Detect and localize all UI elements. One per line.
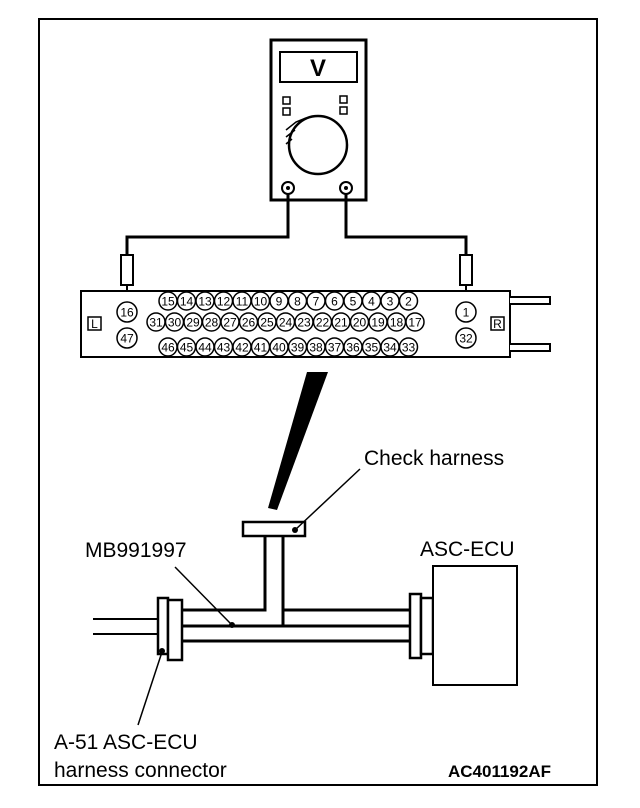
pin-5: 5 bbox=[350, 294, 357, 308]
pin-32: 32 bbox=[459, 332, 473, 346]
pin-29: 29 bbox=[186, 315, 200, 329]
pin-23: 23 bbox=[297, 315, 311, 329]
pin-8: 8 bbox=[294, 294, 301, 308]
pin-14: 14 bbox=[180, 294, 194, 308]
pin-33-circle bbox=[398, 337, 419, 357]
pin-19: 19 bbox=[371, 315, 385, 329]
pin-1: 1 bbox=[463, 306, 470, 320]
pin-15: 15 bbox=[161, 294, 175, 308]
pin-20: 20 bbox=[353, 315, 367, 329]
meter-symbol: V bbox=[310, 55, 326, 82]
check-harness-label: Check harness bbox=[364, 447, 504, 470]
check-harness-leader bbox=[294, 468, 361, 531]
pin-13: 13 bbox=[198, 294, 212, 308]
pin-39: 39 bbox=[291, 340, 305, 354]
pin-6: 6 bbox=[331, 294, 338, 308]
pin-40: 40 bbox=[272, 340, 286, 354]
pin-17: 17 bbox=[408, 315, 422, 329]
pin-42: 42 bbox=[235, 340, 249, 354]
check-harness-tee bbox=[182, 520, 307, 626]
pin-33: 33 bbox=[402, 340, 416, 354]
a51-harness-connector bbox=[93, 596, 184, 662]
pin-38: 38 bbox=[309, 340, 323, 354]
figure-code: AC401192AF bbox=[448, 762, 551, 781]
pin-2-circle bbox=[398, 291, 419, 311]
leader-lines bbox=[137, 468, 361, 726]
pin-4: 4 bbox=[368, 294, 375, 308]
pin-35: 35 bbox=[365, 340, 379, 354]
pin-47: 47 bbox=[120, 332, 134, 346]
pin-26: 26 bbox=[242, 315, 256, 329]
pin-45: 45 bbox=[180, 340, 194, 354]
test-leads bbox=[125, 194, 468, 255]
pin-34: 34 bbox=[383, 340, 397, 354]
zoom-callout bbox=[268, 372, 328, 510]
tool-label: MB991997 bbox=[85, 539, 187, 562]
pin-30: 30 bbox=[168, 315, 182, 329]
pin-24: 24 bbox=[279, 315, 293, 329]
pin-41: 41 bbox=[254, 340, 268, 354]
connector-left-tag: L bbox=[91, 317, 98, 331]
ecu-label: ASC-ECU bbox=[420, 538, 515, 561]
pin-37: 37 bbox=[328, 340, 342, 354]
pin-43: 43 bbox=[217, 340, 231, 354]
asc-ecu-unit bbox=[408, 565, 518, 686]
pin-44: 44 bbox=[198, 340, 212, 354]
pin-2: 2 bbox=[405, 294, 412, 308]
pin-22: 22 bbox=[316, 315, 330, 329]
pin-28: 28 bbox=[205, 315, 219, 329]
pin-9: 9 bbox=[276, 294, 283, 308]
pin-31: 31 bbox=[149, 315, 163, 329]
pin-7: 7 bbox=[313, 294, 320, 308]
pin-32-circle bbox=[455, 327, 477, 349]
meter-dial bbox=[287, 114, 349, 176]
connector-leader bbox=[137, 651, 163, 726]
pin-27: 27 bbox=[223, 315, 237, 329]
pin-21: 21 bbox=[334, 315, 348, 329]
mb991997-harness bbox=[182, 608, 410, 643]
connector-label-line2: harness connector bbox=[54, 759, 227, 782]
pin-25: 25 bbox=[260, 315, 274, 329]
pin-1-circle bbox=[455, 301, 477, 323]
voltmeter: V bbox=[269, 38, 368, 202]
connector-right-tag: R bbox=[493, 317, 502, 331]
pin-12: 12 bbox=[217, 294, 231, 308]
pin-10: 10 bbox=[254, 294, 268, 308]
connector-label-line1: A-51 ASC-ECU bbox=[54, 731, 198, 754]
pin-17-circle bbox=[405, 312, 425, 332]
diagram-frame bbox=[38, 18, 598, 786]
tool-leader bbox=[174, 566, 232, 625]
pin-16-circle bbox=[116, 301, 138, 323]
pin-47-circle bbox=[116, 327, 138, 349]
pin-3: 3 bbox=[387, 294, 394, 308]
pin-16: 16 bbox=[120, 306, 134, 320]
pin-11: 11 bbox=[236, 294, 249, 308]
pin-36: 36 bbox=[346, 340, 360, 354]
pin-18: 18 bbox=[390, 315, 404, 329]
pin-46: 46 bbox=[161, 340, 175, 354]
